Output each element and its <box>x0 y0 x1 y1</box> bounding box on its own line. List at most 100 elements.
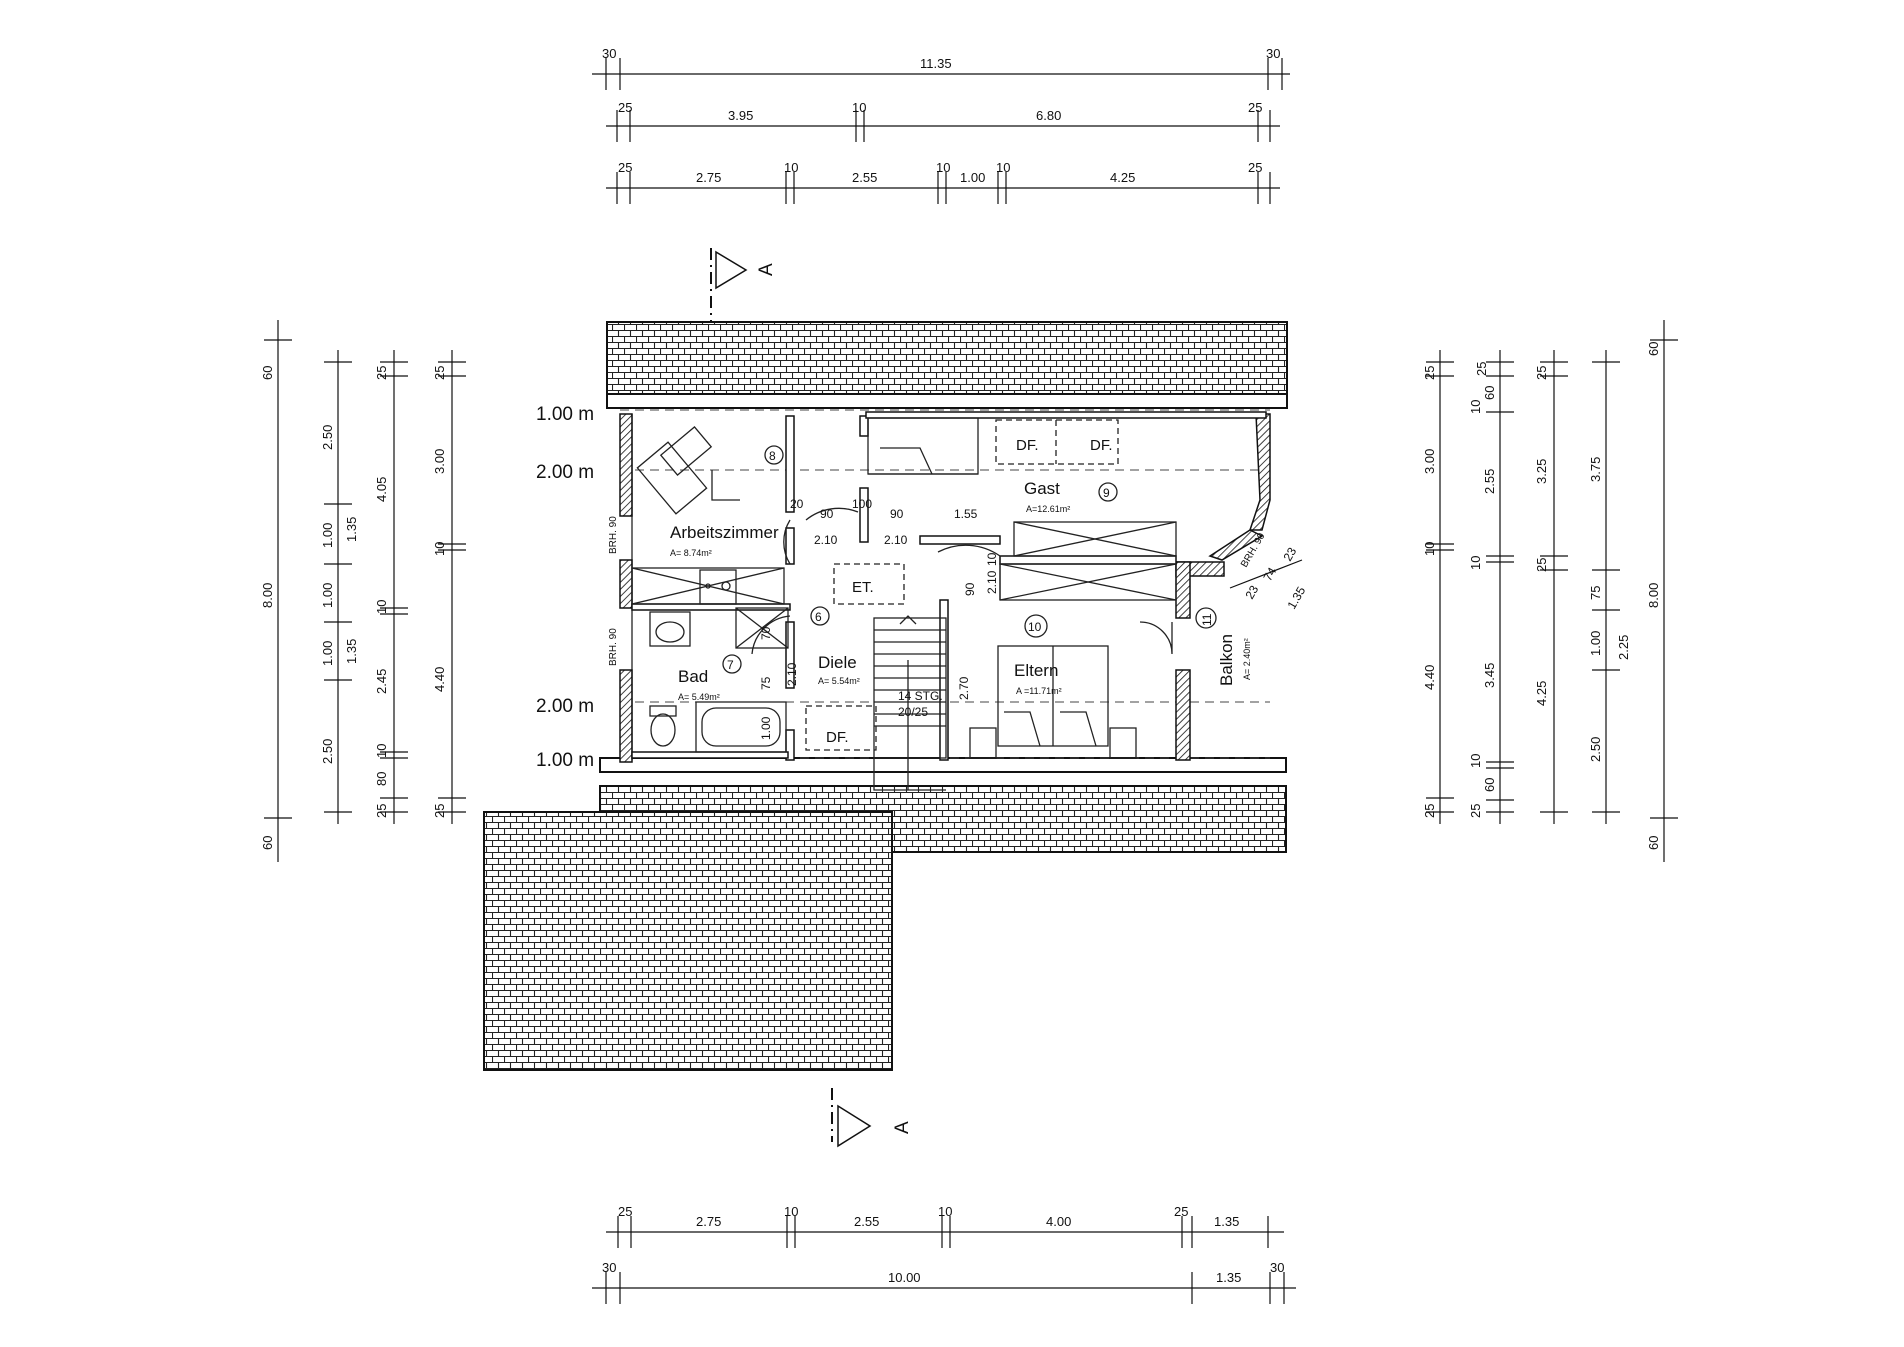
dim-label: 10 <box>1468 400 1483 414</box>
section-letter: A <box>756 263 777 276</box>
dim-label: 2.55 <box>854 1214 879 1229</box>
eave-north <box>606 393 1288 409</box>
dim-label: 1.35 <box>1214 1214 1239 1229</box>
dim-label: 10 <box>784 160 798 175</box>
dim-label: 60 <box>1646 342 1661 356</box>
dim-label: 60 <box>1646 836 1661 850</box>
roof-tiles-north <box>606 321 1288 395</box>
dim-label: 25 <box>1422 804 1437 818</box>
dim-label: 2.10 <box>985 570 999 594</box>
room-number: 11 <box>1200 613 1214 626</box>
dim-label: 3.75 <box>1588 457 1603 482</box>
dim-label: 4.40 <box>432 667 447 692</box>
room-area: A= 5.54m² <box>818 676 860 686</box>
room-number: 10 <box>1028 620 1042 634</box>
room-name: Bad <box>678 667 708 686</box>
dim-label: 1.35 <box>344 517 359 542</box>
dim-label: 1.00 <box>320 583 335 608</box>
dim-label: 80 <box>374 772 389 786</box>
dim-label: 1.00 <box>320 523 335 548</box>
room-number: 7 <box>727 658 734 672</box>
dim-label: 30 <box>602 46 616 61</box>
dim-label: 75 <box>759 676 773 690</box>
dim-label: 25 <box>1174 1204 1188 1219</box>
dim-label: 10 <box>432 542 447 556</box>
dim-label: 4.00 <box>1046 1214 1071 1229</box>
roof-window-label: DF. <box>1090 437 1113 454</box>
dim-label: 74 <box>1260 565 1279 584</box>
room-area: A= 5.49m² <box>678 692 720 702</box>
dim-label: 6.80 <box>1036 108 1061 123</box>
dim-label: 4.25 <box>1110 170 1135 185</box>
dim-label: 10 <box>985 552 999 566</box>
dim-label: 25 <box>1248 160 1262 175</box>
dim-label: 3.00 <box>1422 449 1437 474</box>
dim-label: 10 <box>996 160 1010 175</box>
left-dimension-chains: 60 8.00 60 2.50 1.00 1.00 1.00 2.50 1.35… <box>260 320 466 862</box>
room-area: A=12.61m² <box>1026 504 1070 514</box>
dim-label: 4.25 <box>1534 681 1549 706</box>
top-dim-row-1: 30 11.35 30 <box>592 46 1290 90</box>
dim-label: 90 <box>820 507 834 521</box>
stairs-ratio-label: 20/25 <box>898 705 928 719</box>
dim-label: 3.00 <box>432 449 447 474</box>
dim-label: 23 <box>1280 545 1299 564</box>
dim-label: 10 <box>852 100 866 115</box>
room-area: A =11.71m² <box>1016 686 1062 696</box>
dim-label: 3.25 <box>1534 459 1549 484</box>
dim-label: 25 <box>1422 366 1437 380</box>
dim-label: 10 <box>1468 556 1483 570</box>
dim-label: 10 <box>1468 754 1483 768</box>
dim-label: 100 <box>852 497 872 511</box>
brh-label: BRH. 90 <box>608 516 619 554</box>
dim-label: 90 <box>890 507 904 521</box>
dim-label: 30 <box>1266 46 1280 61</box>
dim-label: 2.75 <box>696 1214 721 1229</box>
level-label: 2.00 m <box>536 462 594 483</box>
dim-label: 1.35 <box>344 639 359 664</box>
dim-label: 10 <box>936 160 950 175</box>
dim-label: 70 <box>759 626 773 640</box>
dim-label: 10 <box>938 1204 952 1219</box>
dim-label: 2.55 <box>852 170 877 185</box>
dim-label: 25 <box>374 804 389 818</box>
dim-label: 10 <box>784 1204 798 1219</box>
dim-label: 2.50 <box>320 739 335 764</box>
dim-label: 1.00 <box>1588 631 1603 656</box>
dim-label: 10 <box>374 744 389 758</box>
dim-label: 1.00 <box>960 170 985 185</box>
dim-label: 8.00 <box>1646 583 1661 608</box>
bottom-dim-row-2: 30 10.00 1.35 30 <box>592 1260 1296 1304</box>
room-labels: 8 Arbeitszimmer A= 8.74m² 9 Gast A=12.61… <box>670 445 1252 702</box>
dim-label: 25 <box>1534 558 1549 572</box>
et-label: ET. <box>852 579 874 596</box>
dim-label: 2.10 <box>785 662 799 686</box>
top-dim-row-2: 25 3.95 10 6.80 25 <box>606 100 1280 142</box>
dim-label: 2.45 <box>374 669 389 694</box>
level-label: 2.00 m <box>536 696 594 717</box>
dim-label: 30 <box>1270 1260 1284 1275</box>
section-marker-bottom: A <box>831 1088 913 1148</box>
room-name: Eltern <box>1014 661 1058 680</box>
dim-label: 2.55 <box>1482 469 1497 494</box>
room-name: Diele <box>818 653 857 672</box>
roof-window-label: DF. <box>826 729 849 746</box>
dim-label: 2.70 <box>957 676 971 700</box>
room-name: Arbeitszimmer <box>670 523 779 542</box>
dim-label: 2.75 <box>696 170 721 185</box>
dim-label: 25 <box>1534 366 1549 380</box>
dim-label: 25 <box>432 804 447 818</box>
room-number: 8 <box>769 449 776 463</box>
room-name: Balkon <box>1217 634 1236 686</box>
dim-label: 1.55 <box>954 507 978 521</box>
room-number: 6 <box>815 610 822 624</box>
dim-label: 1.35 <box>1284 584 1308 612</box>
bottom-dimension-chains: 25 2.75 10 2.55 10 4.00 25 1.35 30 10.00… <box>592 1204 1296 1304</box>
dim-label: 8.00 <box>260 583 275 608</box>
room-number: 9 <box>1103 486 1110 500</box>
dim-label: 1.00 <box>759 716 773 740</box>
dim-label: 20 <box>790 497 804 511</box>
dim-label: 10 <box>1422 542 1437 556</box>
section-letter: A <box>892 1121 913 1134</box>
dim-label: 1.00 <box>320 641 335 666</box>
